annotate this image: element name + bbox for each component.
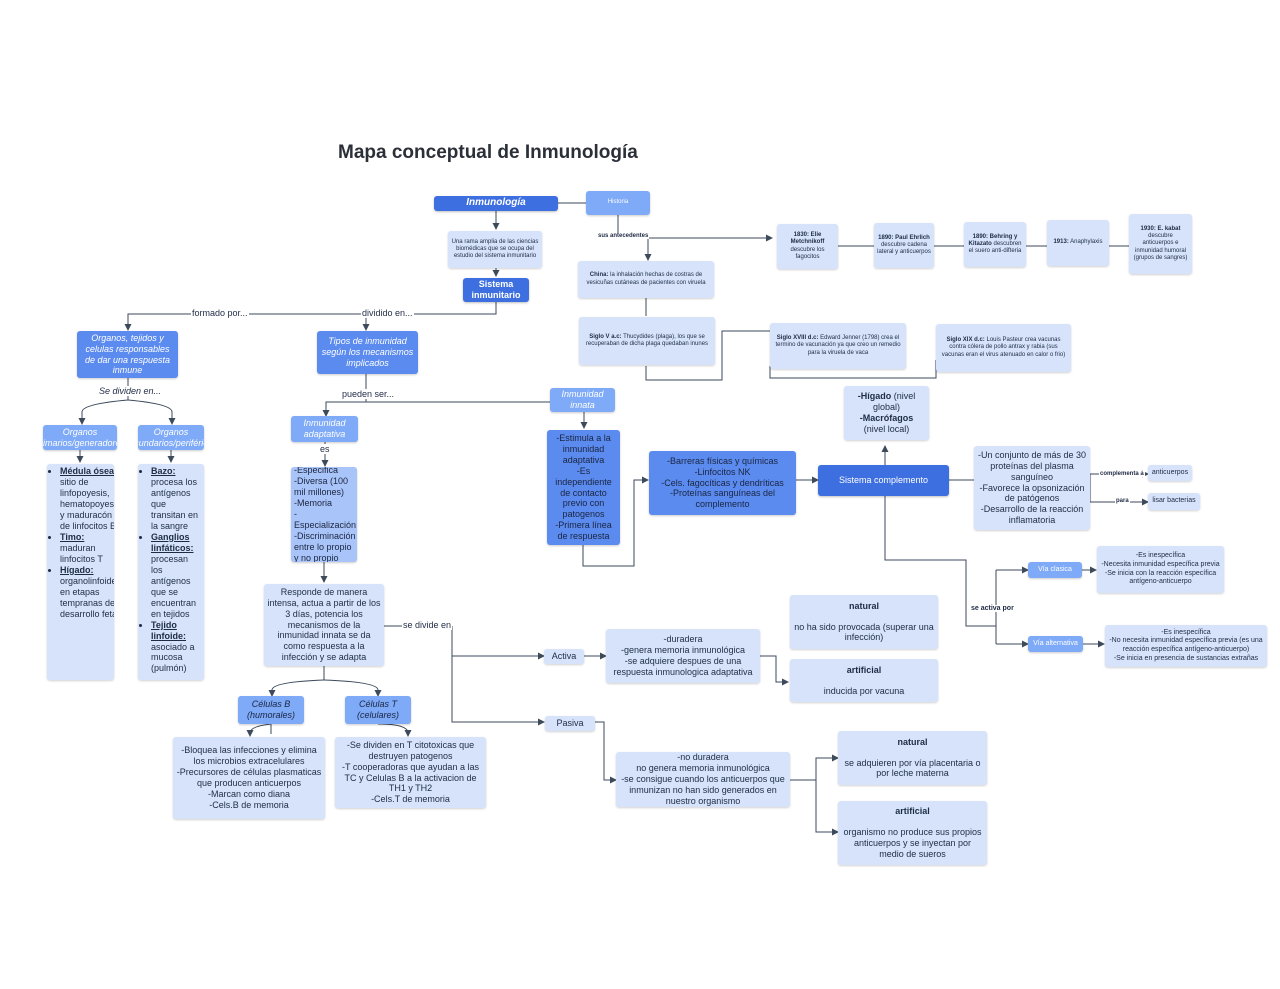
node-adaptativa-caracteristicas[interactable]: -Especifica -Diversa (100 mil millones) … (291, 467, 357, 562)
history-label: 1890: Behring y Kitazato (968, 233, 1018, 247)
history-1890-behring[interactable]: 1890: Behring y Kitazato descubren el su… (964, 222, 1026, 267)
node-celulas-b-desc[interactable]: -Bloquea las infecciones y elimina los m… (173, 737, 325, 819)
history-1913[interactable]: 1913: Anaphylaxis (1047, 220, 1109, 266)
label-se-activa-por: se activa por (970, 605, 1015, 612)
label-se-dividen-en: Se dividen en... (98, 386, 163, 396)
page-title: Mapa conceptual de Inmunología (338, 142, 638, 163)
list-item: Timo: maduran linfocitos T (60, 532, 114, 565)
history-text: Anaphylaxis (1068, 239, 1103, 246)
history-1890-ehrlich[interactable]: 1890: Paul Ehrlich descubre cadena later… (874, 223, 934, 268)
higado-label: -Hígado (857, 391, 892, 402)
node-organos-secundarios-lista[interactable]: Bazo: procesa los antígenos que transita… (138, 464, 204, 680)
node-tipos-inmunidad[interactable]: Tipos de inmunidad según los mecanismos … (317, 331, 418, 374)
node-via-alternativa-desc[interactable]: -Es inespecífica -No necesita inmunidad … (1105, 625, 1267, 667)
node-definicion[interactable]: Una rama amplia de las ciencias biomédic… (448, 231, 542, 268)
history-label: Siglo V a.c: (589, 333, 622, 340)
history-label: 1830: Elie Metchnikoff (790, 231, 825, 246)
node-pasiva[interactable]: Pasiva (545, 716, 595, 731)
node-respuesta-adaptativa[interactable]: Responde de manera intensa, actua a part… (264, 584, 384, 666)
node-inmunidad-innata[interactable]: Inmunidad innata (550, 388, 615, 412)
macrofagos-label: -Macrófagos (859, 413, 914, 423)
node-organos-primarios[interactable]: Organos primarios/generadores (43, 425, 117, 450)
node-celulas-t[interactable]: Células T (celulares) (345, 696, 411, 724)
node-inmunidad-adaptativa[interactable]: Inmunidad adaptativa (291, 416, 358, 442)
node-higado-macrofagos[interactable]: -Hígado (nivel global)-Macrófagos(nivel … (844, 386, 929, 440)
node-via-alternativa[interactable]: Vía alternativa (1028, 636, 1083, 652)
node-sistema-complemento[interactable]: Sistema complemento (818, 465, 949, 496)
history-siglo-xviii[interactable]: Siglo XVIII d.c: Edward Jenner (1798) cr… (770, 323, 906, 369)
history-text: la inhalación hechas de costras de vesic… (586, 272, 706, 286)
history-siglo-v[interactable]: Siglo V a.c: Thucydides (plaga), los que… (579, 317, 715, 365)
node-inmunologia[interactable]: Inmunología (434, 196, 558, 211)
history-label: 1930: E. kabat (1140, 225, 1181, 232)
history-label: 1913: (1053, 239, 1069, 246)
history-china[interactable]: China: la inhalación hechas de costras d… (578, 261, 714, 298)
history-text: Edward Jenner (1798) crea el termino de … (775, 335, 901, 356)
label-formado-por: formado por... (191, 308, 249, 318)
node-organos-secundarios[interactable]: Organos secundarios/periféricos (138, 425, 204, 450)
node-historia[interactable]: Historia (586, 191, 650, 215)
list-item: Ganglios linfáticos: procesan los antíge… (151, 532, 201, 620)
node-activa[interactable]: Activa (544, 649, 584, 664)
node-organos-tejidos[interactable]: Organos, tejidos y celulas responsables … (77, 331, 178, 378)
node-pasiva-desc[interactable]: -no duradera no genera memoria inmunológ… (616, 752, 790, 807)
history-label: Siglo XIX d.c: (946, 337, 985, 344)
node-organos-primarios-lista[interactable]: Médula ósea: sitio de linfopoyesis, hema… (47, 464, 114, 680)
history-label: 1890: Paul Ehrlich (878, 234, 930, 241)
node-anticuerpos[interactable]: anticuerpos (1148, 465, 1192, 481)
label-complementa-a: complementa a (1099, 471, 1145, 477)
label-para: para (1115, 498, 1130, 504)
history-text: descubre anticuerpos e inmunidad humoral… (1133, 233, 1188, 261)
node-celulas-t-desc[interactable]: -Se dividen en T citotoxicas que destruy… (335, 737, 486, 808)
list-item: Tejido linfoide: asociado a mucosa (pulm… (151, 620, 201, 675)
list-item: Bazo: procesa los antígenos que transita… (151, 466, 201, 532)
node-lisar-bacterias[interactable]: lisar bacterias (1148, 493, 1200, 510)
node-innata-caracteristicas[interactable]: -Estimula a la inmunidad adaptativa -Es … (547, 430, 620, 545)
history-text: descubren el suero anti-difteria (968, 240, 1022, 255)
node-barreras[interactable]: -Barreras físicas y químicas -Linfocitos… (649, 451, 796, 515)
history-text: descubre cadena lateral y anticuerpos (877, 241, 931, 256)
node-complemento-desc[interactable]: -Un conjunto de más de 30 proteínas del … (974, 446, 1090, 530)
label-dividido-en: dividido en... (361, 308, 414, 318)
history-1830[interactable]: 1830: Elie Metchnikoff descubre los fago… (777, 224, 838, 269)
node-sistema-inmunitario[interactable]: Sistema inmunitario (463, 278, 529, 302)
history-label: Siglo XVIII d.c: (776, 335, 819, 342)
history-text: Thucydides (plaga), los que se recuperab… (585, 333, 709, 347)
label-pueden-ser: pueden ser... (341, 389, 396, 399)
history-text: descubre los fagocitos (790, 246, 825, 260)
label-sus-antecedentes: sus antecedentes (597, 233, 650, 239)
higado-text: (nivel global) (872, 391, 916, 413)
history-label: China: (589, 272, 609, 279)
history-text: Louis Pasteur crea vacunas contra cólera… (941, 337, 1066, 358)
node-via-clasica[interactable]: Vía clasica (1028, 562, 1082, 578)
node-via-clasica-desc[interactable]: -Es inespecífica -Necesita inmunidad esp… (1097, 546, 1224, 593)
node-activa-desc[interactable]: -duradera -genera memoria inmunológica -… (606, 629, 760, 683)
node-celulas-b[interactable]: Células B (humorales) (238, 696, 304, 724)
list-item: Hígado: organolinfoide en etapas tempran… (60, 565, 114, 620)
label-es: es (319, 444, 331, 454)
history-siglo-xix[interactable]: Siglo XIX d.c: Louis Pasteur crea vacuna… (936, 324, 1071, 372)
history-1930[interactable]: 1930: E. kabat descubre anticuerpos e in… (1129, 214, 1192, 274)
label-se-divide-en: se divide en (402, 620, 453, 630)
list-item: Médula ósea: sitio de linfopoyesis, hema… (60, 466, 114, 532)
macrofagos-text: (nivel local) (863, 423, 910, 434)
